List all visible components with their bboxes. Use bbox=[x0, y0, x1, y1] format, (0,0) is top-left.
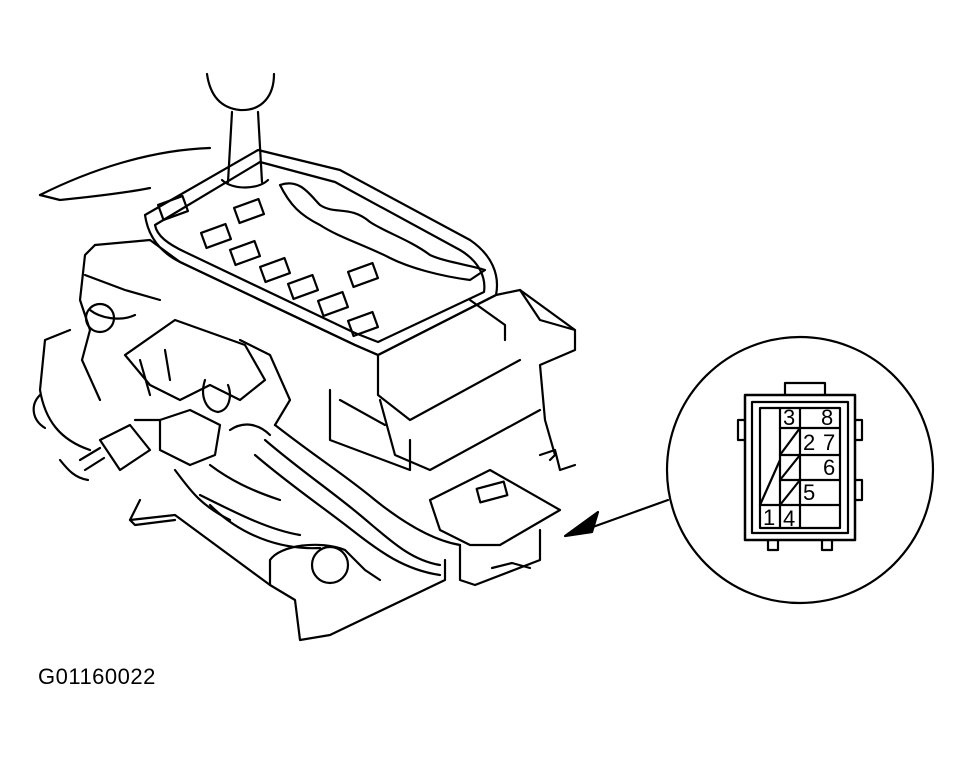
figure-id-label: G01160022 bbox=[38, 664, 156, 689]
pin-2-label: 2 bbox=[803, 430, 815, 455]
connector-pin-labels: 1 2 3 4 5 6 7 8 bbox=[763, 405, 835, 531]
wire-harness bbox=[228, 338, 462, 577]
shifter-housing bbox=[32, 238, 577, 642]
pin-6-label: 6 bbox=[823, 455, 835, 480]
pin-1-label: 1 bbox=[763, 505, 775, 530]
connector-detail-circle bbox=[665, 335, 935, 605]
shift-lever bbox=[205, 72, 276, 189]
pin-7-label: 7 bbox=[823, 430, 835, 455]
pointer-arrow bbox=[563, 498, 670, 538]
pin-3-label: 3 bbox=[783, 405, 795, 430]
shift-boot-edge bbox=[38, 146, 212, 202]
pin-4-label: 4 bbox=[783, 506, 795, 531]
position-switch-connector bbox=[428, 448, 577, 587]
pin-5-label: 5 bbox=[803, 480, 815, 505]
pin-8-label: 8 bbox=[821, 405, 833, 430]
indicator-plate bbox=[143, 148, 498, 357]
left-connectors bbox=[78, 318, 322, 550]
